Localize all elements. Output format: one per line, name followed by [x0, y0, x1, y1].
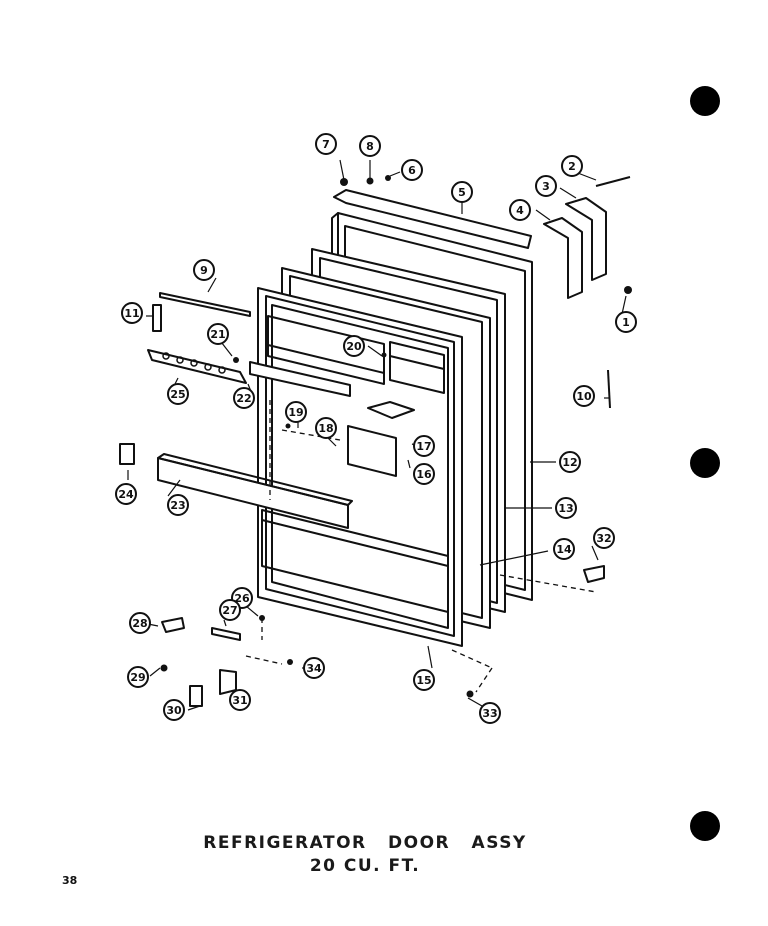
callout-label: 9	[200, 264, 208, 277]
hinge-bracket-lower	[543, 217, 583, 299]
callout-label: 4	[516, 204, 524, 217]
callout-label: 33	[482, 707, 497, 720]
callout-label: 6	[408, 164, 416, 177]
callout-13: 13	[555, 497, 577, 519]
callout-label: 26	[234, 592, 250, 605]
callout-label: 14	[556, 543, 572, 556]
callout-29: 29	[127, 666, 149, 688]
callout-27: 27	[219, 599, 241, 621]
callout-label: 32	[596, 532, 611, 545]
callout-label: 25	[170, 388, 185, 401]
callout-33: 33	[479, 702, 501, 724]
callout-label: 17	[416, 440, 431, 453]
hinge-bracket-upper	[565, 197, 607, 281]
callout-25: 25	[167, 383, 189, 405]
callout-12: 12	[559, 451, 581, 473]
callout-label: 8	[366, 140, 374, 153]
callout-label: 2	[568, 160, 576, 173]
binder-hole-bottom	[690, 811, 720, 841]
callout-label: 34	[306, 662, 322, 675]
callout-17: 17	[413, 435, 435, 457]
callout-10: 10	[573, 385, 595, 407]
callout-label: 22	[236, 392, 251, 405]
callout-label: 1	[622, 316, 630, 329]
callout-14: 14	[553, 538, 575, 560]
page-number: 38	[62, 874, 78, 887]
callout-label: 7	[322, 138, 330, 151]
callout-9: 9	[193, 259, 215, 281]
callout-32: 32	[593, 527, 615, 549]
diagram-title-line1: REFRIGERATOR DOOR ASSY	[203, 833, 527, 853]
callout-7: 7	[315, 133, 337, 155]
butter-compartment	[347, 425, 397, 477]
callout-18: 18	[315, 417, 337, 439]
callout-label: 20	[346, 340, 362, 353]
callout-label: 12	[562, 456, 577, 469]
callout-label: 28	[132, 617, 147, 630]
callout-15: 15	[413, 669, 435, 691]
callout-16: 16	[413, 463, 435, 485]
shelf-bar-upper	[249, 361, 351, 397]
callout-1: 1	[615, 311, 637, 333]
callout-24: 24	[115, 483, 137, 505]
callout-20: 20	[343, 335, 365, 357]
callout-label: 18	[318, 422, 333, 435]
callout-30: 30	[163, 699, 185, 721]
callout-34: 34	[303, 657, 325, 679]
callout-label: 10	[576, 390, 592, 403]
callout-5: 5	[451, 181, 473, 203]
top-breaker-strip	[333, 189, 532, 249]
binder-hole-middle	[690, 448, 720, 478]
callout-label: 5	[458, 186, 466, 199]
callout-4: 4	[509, 199, 531, 221]
callout-23: 23	[167, 494, 189, 516]
callout-label: 13	[558, 502, 573, 515]
callout-label: 30	[166, 704, 182, 717]
callout-label: 3	[542, 180, 550, 193]
callout-22: 22	[233, 387, 255, 409]
diagram-title-line2: 20 CU. FT.	[309, 856, 421, 876]
callout-2: 2	[561, 155, 583, 177]
callout-28: 28	[129, 612, 151, 634]
callout-label: 31	[232, 694, 247, 707]
callout-6: 6	[401, 159, 423, 181]
callout-19: 19	[285, 401, 307, 423]
callout-label: 21	[210, 328, 225, 341]
callout-11: 11	[121, 302, 143, 324]
callout-label: 19	[288, 406, 303, 419]
callout-8: 8	[359, 135, 381, 157]
callout-label: 15	[416, 674, 431, 687]
callout-3: 3	[535, 175, 557, 197]
callout-21: 21	[207, 323, 229, 345]
callout-label: 24	[118, 488, 134, 501]
callout-label: 23	[170, 499, 185, 512]
callout-label: 11	[124, 307, 139, 320]
binder-hole-top	[690, 86, 720, 116]
callout-label: 16	[416, 468, 432, 481]
callout-31: 31	[229, 689, 251, 711]
callout-label: 27	[222, 604, 237, 617]
callout-label: 29	[130, 671, 145, 684]
